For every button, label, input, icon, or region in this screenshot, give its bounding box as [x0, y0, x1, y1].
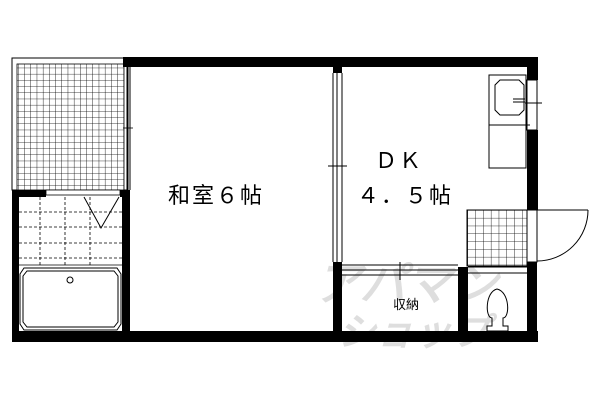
walls: [12, 57, 538, 342]
entrance-tiles: [466, 209, 528, 267]
window: [526, 79, 538, 131]
kitchen-counter: [488, 74, 542, 169]
room-label-storage: 収納: [393, 298, 420, 313]
svg-text:アパマン: アパマン: [311, 259, 508, 312]
entrance-door: [526, 209, 589, 263]
room-label-dk: ＤＫ: [375, 149, 424, 174]
folding-door: [83, 196, 120, 230]
room-label-dk-size: ４．５帖: [357, 184, 454, 209]
sliding-door: [328, 73, 347, 262]
bathroom-floor: [19, 197, 122, 265]
toilet: [468, 266, 527, 332]
bathtub: [19, 267, 122, 331]
storage-door: [342, 262, 458, 280]
balcony: [11, 57, 133, 191]
room-label-washitsu: 和室６帖: [168, 184, 265, 209]
